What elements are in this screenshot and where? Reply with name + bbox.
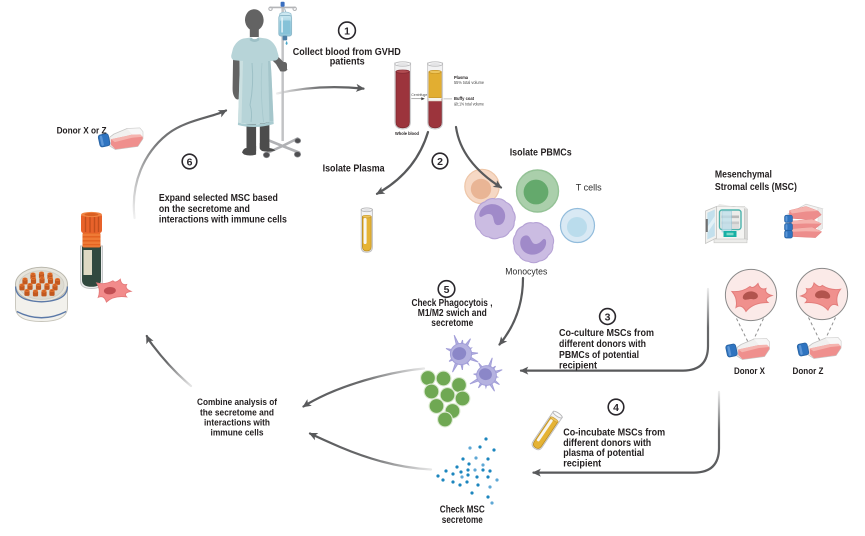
svg-text:different donors with: different donors with [563,438,651,449]
svg-text:interactions with immune cells: interactions with immune cells [159,215,287,226]
svg-text:Donor X or Z: Donor X or Z [57,126,107,137]
svg-text:M1/M2 swich and: M1/M2 swich and [418,308,487,319]
svg-text:Co-culture MSCs from: Co-culture MSCs from [559,328,654,339]
svg-text:Buffy coat: Buffy coat [454,96,474,101]
svg-text:Whole blood: Whole blood [395,131,419,136]
svg-text:Mesenchymal: Mesenchymal [715,170,772,181]
svg-text:on the secretome and: on the secretome and [159,204,250,215]
svg-text:the secretome and: the secretome and [200,407,274,418]
svg-text:2: 2 [437,156,443,168]
svg-text:3: 3 [605,311,611,323]
svg-text:Collect blood from GVHD: Collect blood from GVHD [293,47,401,58]
svg-text:6: 6 [187,156,193,168]
svg-text:secretome: secretome [431,318,473,329]
svg-text:Donor Z: Donor Z [793,366,824,377]
svg-text:1: 1 [344,25,350,37]
svg-text:patients: patients [330,57,365,68]
svg-text:PBMCs of potential: PBMCs of potential [559,350,639,361]
svg-text:immune cells: immune cells [211,428,264,439]
svg-text:Co-incubate MSCs from: Co-incubate MSCs from [563,428,665,439]
svg-text:Check MSC: Check MSC [440,505,485,516]
svg-text:Monocytes: Monocytes [505,267,547,278]
svg-text:5: 5 [444,284,450,296]
svg-text:Stromal cells (MSC): Stromal cells (MSC) [715,182,797,193]
svg-text:Centrifuge: Centrifuge [411,93,427,97]
svg-text:recipient: recipient [563,459,602,470]
svg-text:Check Phagocytois ,: Check Phagocytois , [412,298,493,309]
svg-text:Donor X: Donor X [734,366,766,377]
svg-text:T cells: T cells [576,183,602,194]
svg-text:plasma of potential: plasma of potential [563,448,644,459]
svg-text:Isolate PBMCs: Isolate PBMCs [510,148,572,159]
svg-text:Isolate Plasma: Isolate Plasma [323,164,385,175]
svg-text:55% total volume: 55% total volume [454,80,485,85]
svg-text:4: 4 [613,402,619,414]
svg-text:secretome: secretome [442,515,483,526]
svg-text:&lt;1% total volume: &lt;1% total volume [454,102,485,107]
svg-text:interactions with: interactions with [204,417,270,428]
svg-text:different donors with: different donors with [559,339,646,350]
svg-text:recipient: recipient [559,360,598,371]
svg-text:Combine analysis of: Combine analysis of [197,397,278,408]
svg-text:Plasma: Plasma [454,75,468,80]
svg-text:Expand selected MSC based: Expand selected MSC based [159,193,278,204]
